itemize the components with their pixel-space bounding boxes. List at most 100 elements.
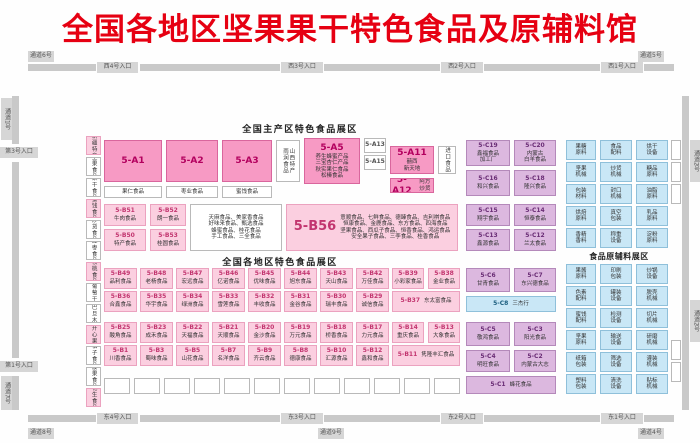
booth[interactable]: 蜜饯食品: [86, 199, 101, 218]
booth[interactable]: 研磨机械: [636, 330, 668, 350]
booth[interactable]: [671, 140, 681, 160]
booth[interactable]: 贴标机械: [636, 374, 668, 394]
booth[interactable]: 核桃食品: [86, 262, 101, 281]
booth[interactable]: 清洗设备: [600, 374, 632, 394]
booth[interactable]: 蜜饯食品: [222, 186, 272, 198]
booth[interactable]: 检测设备: [600, 308, 632, 328]
booth[interactable]: [224, 378, 250, 394]
booth[interactable]: [671, 340, 681, 360]
booth[interactable]: 枣业食品: [166, 186, 218, 198]
booth[interactable]: [254, 378, 280, 394]
booth[interactable]: 脱壳机械: [636, 286, 668, 306]
booth[interactable]: 果干食品: [86, 178, 101, 197]
booth[interactable]: 坚果原料: [566, 330, 596, 350]
booth[interactable]: 炒锅设备: [636, 264, 668, 284]
booth[interactable]: 葡萄干: [86, 283, 101, 302]
booth[interactable]: 烘焙原料: [566, 206, 596, 226]
booth[interactable]: 巴旦木: [86, 304, 101, 323]
booth[interactable]: [671, 162, 681, 182]
booth[interactable]: [374, 378, 400, 394]
booth[interactable]: 输送设备: [600, 330, 632, 350]
booth[interactable]: 花生食品: [86, 388, 101, 407]
booth[interactable]: 坚果食品: [86, 157, 101, 176]
booth[interactable]: 色素配料: [566, 286, 596, 306]
booth[interactable]: 包装材料: [566, 184, 596, 204]
booth[interactable]: [134, 378, 160, 394]
booth[interactable]: 印刷包装: [600, 264, 632, 284]
booth[interactable]: [434, 378, 460, 394]
booth[interactable]: 淀粉原料: [636, 228, 668, 248]
booth[interactable]: 炒货机械: [600, 162, 632, 182]
booth[interactable]: 糖品原料: [636, 162, 668, 182]
booth[interactable]: 坚果机械: [566, 162, 596, 182]
booth[interactable]: 进口食品: [438, 146, 456, 174]
booth[interactable]: [344, 378, 370, 394]
booth[interactable]: 食品配料: [600, 140, 632, 160]
booth[interactable]: 筛选设备: [600, 352, 632, 372]
booth[interactable]: 灌装机械: [636, 352, 668, 372]
booth-5-A15[interactable]: 5-A15: [364, 155, 386, 170]
booth[interactable]: [314, 378, 340, 394]
booth[interactable]: [671, 362, 681, 382]
booth[interactable]: 乳品原料: [636, 206, 668, 226]
booth[interactable]: 果仁食品: [104, 186, 162, 198]
booth-5-A13[interactable]: 5-A13: [364, 138, 386, 153]
booth[interactable]: 新疆特产: [86, 136, 101, 155]
booth[interactable]: [671, 184, 681, 204]
booth[interactable]: [164, 378, 190, 394]
booth[interactable]: 腰果食品: [86, 367, 101, 386]
booth[interactable]: 烘干设备: [636, 140, 668, 160]
booth[interactable]: 塑料包装: [566, 374, 596, 394]
booth[interactable]: 香精香料: [566, 228, 596, 248]
booth[interactable]: 炒货食品: [86, 220, 101, 239]
booth[interactable]: 蜜饯配料: [566, 308, 596, 328]
